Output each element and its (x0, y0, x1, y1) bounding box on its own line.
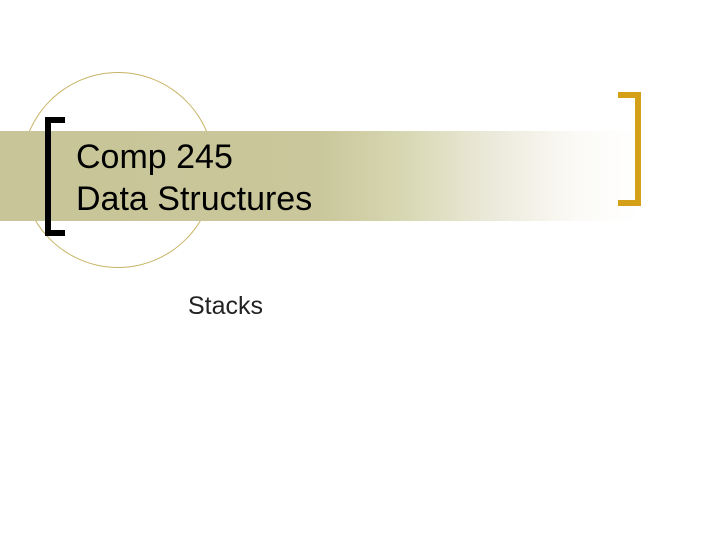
title-line-2: Data Structures (76, 180, 313, 218)
left-bracket-icon (45, 117, 65, 236)
slide-title: Comp 245 Data Structures (76, 136, 312, 220)
title-band (0, 131, 640, 221)
title-line-1: Comp 245 (76, 138, 233, 176)
slide-subtitle: Stacks (188, 292, 264, 320)
right-bracket-icon (618, 92, 641, 206)
